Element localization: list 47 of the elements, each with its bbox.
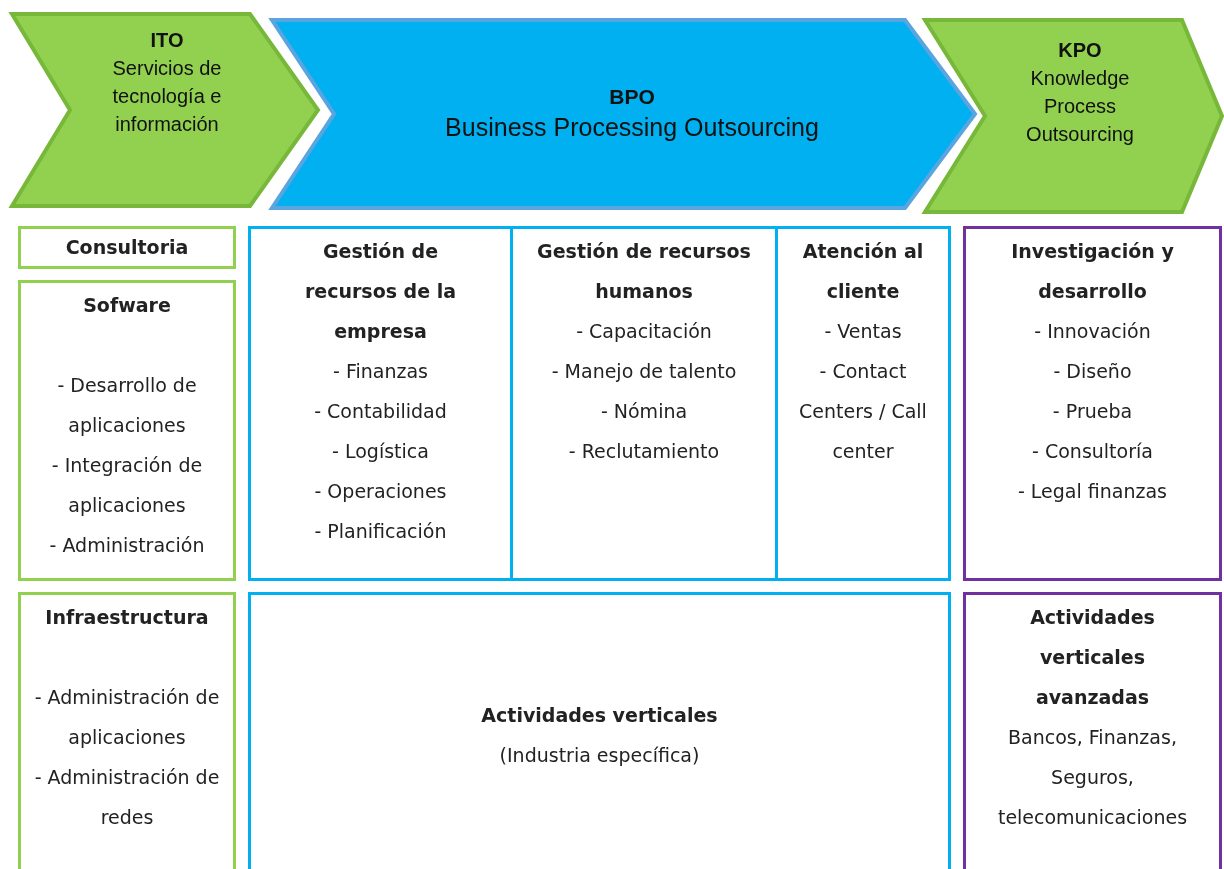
category-box [18,280,236,581]
box-item: - Planificación [313,519,448,544]
box-item: - Integración de aplicaciones [50,453,204,518]
box-item: - Capacitación [575,319,713,344]
box-item: - Ventas [823,319,903,344]
box-item: - Nómina [599,399,689,424]
category-box [963,226,1222,581]
box-item: - Administración de aplicaciones [33,685,221,750]
box-item: - Consultoría [1031,439,1154,464]
chevron-title: KPO [1057,38,1103,63]
box-heading: Sofware [82,293,172,318]
chevron-subtitle: Knowledge Process Outsourcing [1025,66,1135,147]
box-heading: Actividades verticales [480,703,719,728]
box-item: Bancos, Finanzas, Seguros, telecomunicaciones [996,725,1189,830]
box-heading: Investigación y desarrollo [1010,239,1175,304]
box-item: - Administración [48,533,206,558]
box-item: - Desarrollo de aplicaciones [56,373,198,438]
category-box [248,592,951,869]
box-item: - Manejo de talento [550,359,738,384]
box-item: - Administración de redes [33,765,221,830]
chevron-title: ITO [149,28,185,53]
box-heading: Actividades verticales avanzadas [1029,605,1156,710]
chevron-title: BPO [608,84,656,110]
category-box [18,226,236,269]
box-item: - Reclutamiento [567,439,721,464]
box-item: - Prueba [1051,399,1134,424]
box-heading: Gestión de recursos humanos [536,239,752,304]
box-item: - Finanzas [332,359,429,384]
category-box [963,592,1222,869]
box-heading: Gestión de recursos de la empresa [303,239,458,344]
box-item: - Legal finanzas [1016,479,1169,504]
box-item: - Diseño [1052,359,1133,384]
box-item: - Logística [331,439,430,464]
category-box [18,592,236,869]
box-item: - Contact Centers / Call center [798,359,928,464]
box-heading: Atención al cliente [801,239,925,304]
chevron-subtitle: Business Processing Outsourcing [444,112,820,142]
category-box [775,226,951,581]
chevron-subtitle: Servicios de tecnología e información [112,56,222,137]
box-item: (Industria específica) [498,743,701,768]
box-heading: Consultoria [64,235,190,260]
box-heading: Infraestructura [44,605,210,630]
box-item: - Operaciones [313,479,448,504]
category-box [248,226,513,581]
box-item: - Innovación [1033,319,1152,344]
box-item: - Contabilidad [313,399,448,424]
category-box [510,226,778,581]
